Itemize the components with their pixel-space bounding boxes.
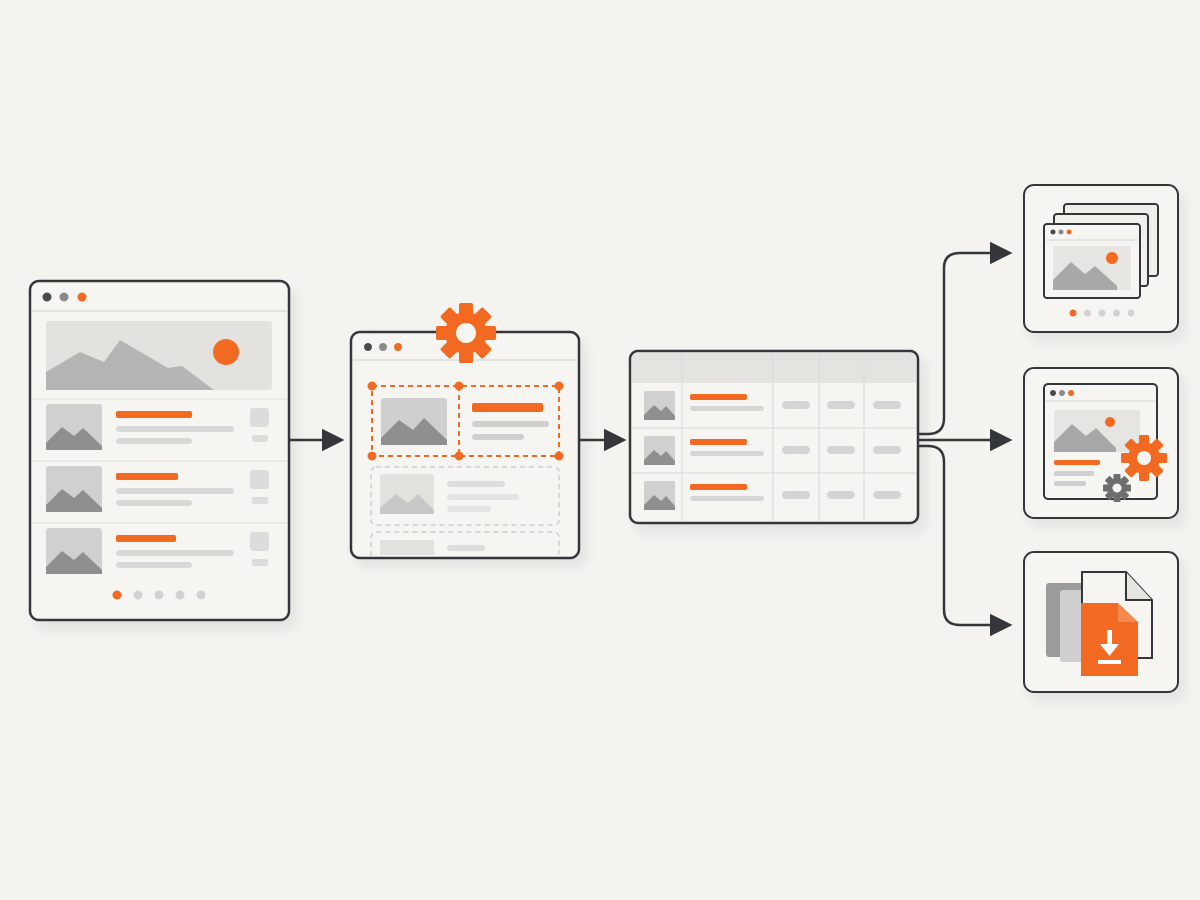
window-dot-gray <box>59 292 69 302</box>
list-item <box>32 398 287 450</box>
text-placeholder <box>472 434 524 440</box>
automation-output <box>1023 367 1179 519</box>
arrow-to-gallery <box>918 241 1013 436</box>
candidate-element <box>370 466 560 526</box>
selection-box <box>371 385 560 457</box>
branch-connectors <box>918 241 1013 637</box>
window-dot-accent <box>394 343 402 351</box>
window-dot-dark <box>42 292 52 302</box>
pagination-dots <box>112 590 206 600</box>
selection-handles <box>367 381 564 461</box>
text-placeholder <box>690 451 764 456</box>
text-placeholder <box>116 426 234 432</box>
table-cell-value <box>873 446 901 454</box>
text-placeholder <box>690 496 764 501</box>
pagination-dot[interactable] <box>196 590 206 600</box>
text-placeholder <box>116 488 234 494</box>
element-selection-window <box>349 303 581 560</box>
pagination-dot[interactable] <box>112 590 122 600</box>
hero-image-icon <box>46 321 272 390</box>
arrow-to-download <box>918 444 1013 637</box>
image-gallery-output <box>1023 184 1179 333</box>
window-dot-gray <box>379 343 387 351</box>
thumbnail-placeholder <box>250 532 269 551</box>
pagination-dot[interactable] <box>1084 309 1091 317</box>
table-cell-value <box>873 491 901 499</box>
text-placeholder <box>116 438 192 444</box>
download-icon <box>1098 630 1121 664</box>
table-cell-value <box>782 401 810 409</box>
table-cell-value <box>827 491 855 499</box>
pagination-dot[interactable] <box>133 590 143 600</box>
table-row <box>644 481 901 510</box>
list-item <box>32 460 287 512</box>
window-dot-accent <box>77 292 87 302</box>
sun-icon <box>213 339 239 365</box>
window-dot-dark <box>364 343 372 351</box>
table-cell-value <box>873 401 901 409</box>
text-placeholder <box>690 406 764 411</box>
source-list <box>32 398 287 574</box>
tag-placeholder <box>252 497 268 504</box>
text-placeholder <box>116 562 192 568</box>
small-gear-icon <box>1103 474 1131 502</box>
gear-icon <box>1121 435 1167 481</box>
tag-placeholder <box>252 435 268 442</box>
table-row <box>644 391 901 420</box>
image-icon <box>381 398 447 445</box>
file-download-output <box>1023 551 1179 693</box>
title-placeholder <box>690 484 747 490</box>
pagination-dot[interactable] <box>175 590 185 600</box>
title-placeholder <box>690 439 747 445</box>
window-controls <box>42 292 87 302</box>
thumbnail-placeholder <box>250 470 269 489</box>
table-rows <box>632 391 916 510</box>
list-item <box>32 522 287 574</box>
text-placeholder <box>116 550 234 556</box>
title-placeholder <box>116 411 192 418</box>
title-placeholder <box>472 403 543 412</box>
pagination-dot[interactable] <box>1113 309 1120 317</box>
thumbnail-placeholder <box>250 408 269 427</box>
table-cell-value <box>782 446 810 454</box>
table-grid <box>681 353 865 521</box>
pagination-dot[interactable] <box>1098 309 1106 317</box>
title-placeholder <box>690 394 747 400</box>
table-header <box>632 353 916 383</box>
pagination-dot[interactable] <box>154 590 164 600</box>
candidate-element <box>370 531 560 556</box>
table-row <box>644 436 901 465</box>
table-cell-value <box>827 401 855 409</box>
pagination-dots <box>1069 309 1135 317</box>
source-web-page-window <box>28 279 291 622</box>
table-cell-value <box>782 491 810 499</box>
pagination-dot[interactable] <box>1069 309 1077 317</box>
table-cell-value <box>827 446 855 454</box>
text-placeholder <box>472 421 549 427</box>
title-placeholder <box>116 473 178 480</box>
structured-table <box>628 349 920 525</box>
selected-element <box>367 381 564 461</box>
gear-icon <box>436 303 496 363</box>
text-placeholder <box>116 500 192 506</box>
title-placeholder <box>116 535 176 542</box>
tag-placeholder <box>252 559 268 566</box>
pagination-dot[interactable] <box>1127 309 1135 317</box>
